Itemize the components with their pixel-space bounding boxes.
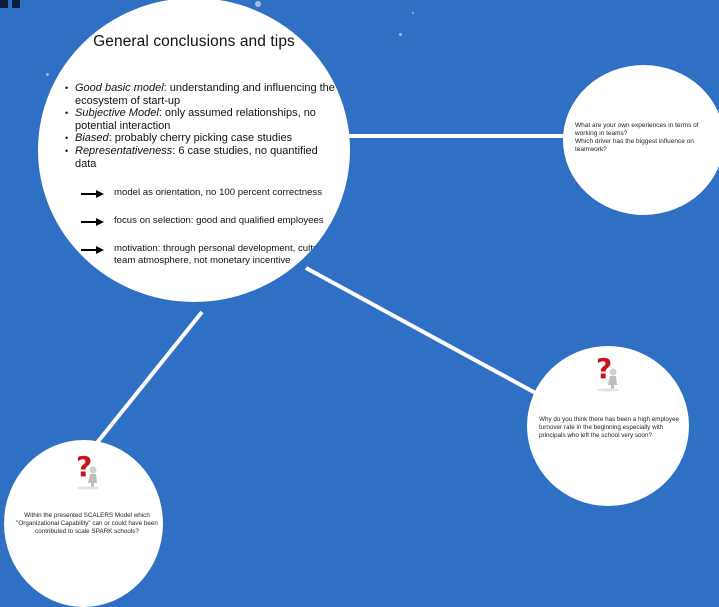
arrow-right-icon <box>81 246 104 254</box>
arrow-point-text: model as orientation, no 100 percent cor… <box>114 187 322 198</box>
question-circle-scalers[interactable]: ? Within the presented SCALERS Model whi… <box>4 440 163 607</box>
question-circle-teamwork[interactable]: What are your own experiences in terms o… <box>563 65 719 215</box>
bullet-item: Subjective Model: only assumed relations… <box>65 107 335 132</box>
bullet-text: : only assumed relationships, no potenti… <box>75 107 316 132</box>
question-mark-figure-icon: ? <box>76 452 99 490</box>
bullet-text: : probably cherry picking case studies <box>108 132 293 145</box>
svg-text:?: ? <box>76 452 92 483</box>
arrow-point-text: focus on selection: good and qualified e… <box>114 215 324 226</box>
background-dot <box>255 1 261 7</box>
conclusions-title: General conclusions and tips <box>93 33 295 50</box>
arrow-right-icon <box>81 218 104 226</box>
question-mark-figure-icon: ? <box>596 354 619 392</box>
bullet-item: Good basic model: understanding and infl… <box>65 82 335 107</box>
conclusions-bullet-list: Good basic model: understanding and infl… <box>65 82 335 170</box>
bullet-label: Subjective Model <box>75 107 159 120</box>
bullet-label: Biased <box>75 132 109 145</box>
bullet-label: Representativeness <box>75 144 173 157</box>
connector-line <box>94 310 204 446</box>
arrow-point-text: motivation: through personal development… <box>114 243 330 266</box>
corner-mark <box>0 0 26 8</box>
bullet-label: Good basic model <box>75 82 164 94</box>
question-text: What are your own experiences in terms o… <box>575 122 699 153</box>
question-text: Within the presented SCALERS Model which… <box>16 512 158 535</box>
conclusions-circle[interactable]: General conclusions and tips Good basic … <box>38 0 350 302</box>
connector-line <box>305 266 542 398</box>
background-dot <box>399 33 402 36</box>
background-dot <box>412 12 414 14</box>
question-text: Why do you think there has been a high e… <box>539 416 680 439</box>
bullet-text: : understanding and influencing the ecos… <box>75 82 335 107</box>
svg-text:?: ? <box>596 354 612 385</box>
background-dot <box>46 73 49 76</box>
bullet-text: : 6 case studies, no quantified data <box>75 144 318 170</box>
bullet-item: Biased: probably cherry picking case stu… <box>65 132 335 145</box>
bullet-item: Representativeness: 6 case studies, no q… <box>65 145 335 170</box>
arrow-right-icon <box>81 190 104 198</box>
question-circle-turnover[interactable]: ? Why do you think there has been a high… <box>527 346 689 506</box>
